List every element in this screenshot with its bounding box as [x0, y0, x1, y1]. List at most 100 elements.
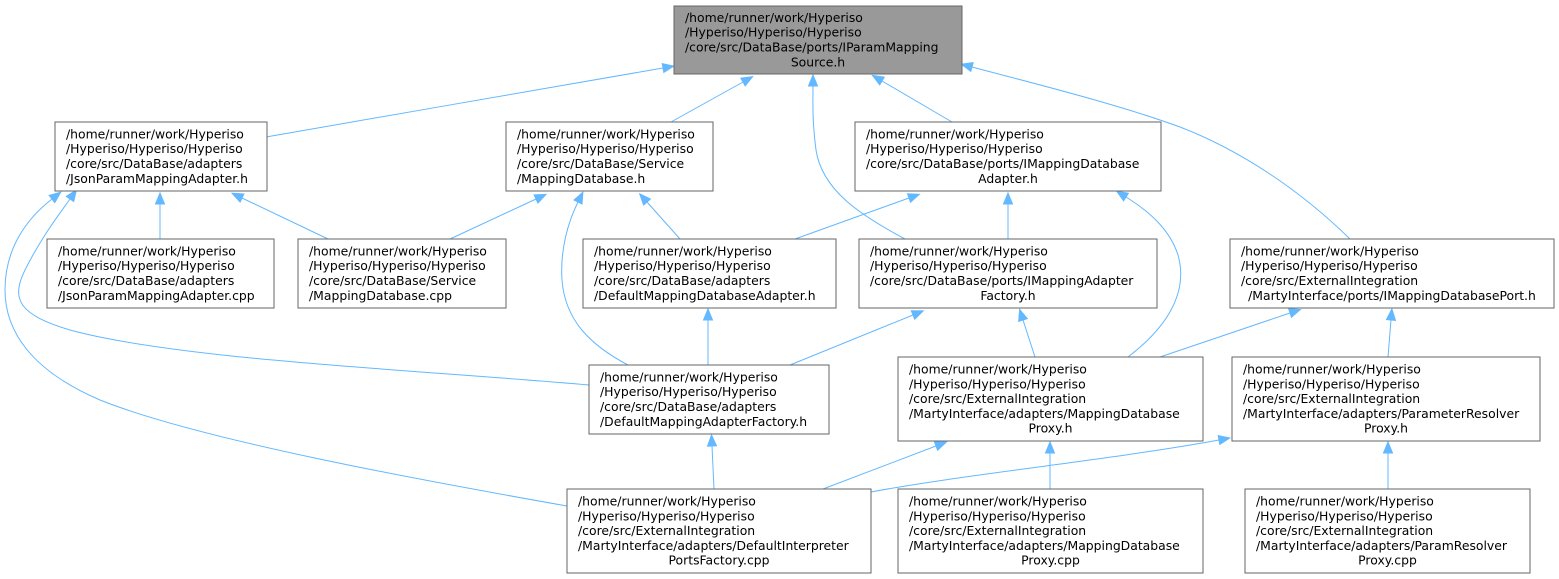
node-defmapdbadapter-h[interactable]: /home/runner/work/Hyperiso/Hyperiso/Hype…: [582, 238, 837, 309]
edge-line: [1159, 312, 1291, 358]
edge-line: [789, 314, 914, 366]
edge-defmapdbadapter_h-to-imapdbadapter_h: [794, 193, 921, 240]
edge-imapadapterfactory_h-to-root: [807, 73, 906, 240]
arrowhead-icon: [573, 191, 584, 205]
node-label-line: /home/runner/work/Hyperiso: [1243, 362, 1421, 377]
node-label-line: /MartyInterface/adapters/ParamResolver: [1256, 538, 1508, 553]
node-label-line: /home/runner/work/Hyperiso: [600, 369, 778, 384]
node-label-line: /Hyperiso/Hyperiso/Hyperiso: [517, 141, 694, 156]
edge-json_h-to-root: [265, 62, 676, 138]
node-defmapadapterfactory-h[interactable]: /home/runner/work/Hyperiso/Hyperiso/Hype…: [588, 364, 830, 435]
edge-mapdb_cpp-to-json_h: [230, 192, 329, 240]
node-label-line: /core/src/DataBase/adapters: [600, 399, 776, 414]
edge-paramresproxy_h-to-imapdbport_h: [1385, 307, 1397, 358]
node-imapdbadapter-h[interactable]: /home/runner/work/Hyperiso/Hyperiso/Hype…: [854, 121, 1162, 192]
arrowhead-icon: [1385, 307, 1397, 321]
node-mapdbproxy-cpp[interactable]: /home/runner/work/Hyperiso/Hyperiso/Hype…: [897, 488, 1204, 574]
node-label-line: /Hyperiso/Hyperiso/Hyperiso: [685, 25, 862, 40]
edge-defmapadapterfactory_h-to-defmapdbadapter_h: [702, 307, 714, 365]
node-label-line: /core/src/DataBase/adapters: [66, 156, 242, 171]
node-label-line: /MappingDatabase.h: [517, 171, 645, 186]
edge-imapdbport_h-to-root: [960, 62, 1351, 240]
arrowhead-icon: [1115, 190, 1130, 202]
arrowhead-icon: [960, 62, 974, 73]
node-json-h[interactable]: /home/runner/work/Hyperiso/Hyperiso/Hype…: [54, 121, 268, 192]
arrowhead-icon: [661, 62, 676, 74]
node-label-line: /JsonParamMappingAdapter.cpp: [58, 288, 255, 303]
arrowhead-icon: [706, 433, 718, 447]
edge-line: [711, 445, 715, 490]
arrowhead-icon: [1287, 308, 1302, 319]
node-label-line: /Hyperiso/Hyperiso/Hyperiso: [578, 508, 755, 523]
edge-paramresproxy_cpp-to-paramresproxy_h: [1382, 440, 1394, 489]
arrowhead-icon: [1382, 440, 1394, 454]
edge-imapdbadapter_h-to-root: [871, 74, 953, 123]
node-mapdbproxy-h[interactable]: /home/runner/work/Hyperiso/Hyperiso/Hype…: [897, 356, 1204, 442]
arrowhead-icon: [65, 188, 78, 203]
node-label-line: /home/runner/work/Hyperiso: [685, 10, 863, 25]
node-label-line: /Hyperiso/Hyperiso/Hyperiso: [309, 258, 486, 273]
node-label-line: /Hyperiso/Hyperiso/Hyperiso: [909, 508, 1086, 523]
arrowhead-icon: [906, 193, 921, 204]
edge-mapdbproxy_h-to-imapdbadapter_h: [1115, 190, 1182, 358]
arrowhead-icon: [230, 192, 245, 203]
node-label-line: /Hyperiso/Hyperiso/Hyperiso: [1243, 376, 1420, 391]
edge-defmapadapterfactory_h-to-mapdb_h: [561, 191, 629, 366]
node-label-line: /core/src/ExternalIntegration: [909, 523, 1086, 538]
arrowhead-icon: [807, 73, 819, 87]
node-label-line: /home/runner/work/Hyperiso: [909, 362, 1087, 377]
edge-line: [1022, 319, 1036, 358]
arrowhead-icon: [910, 310, 925, 321]
node-mapdb-cpp[interactable]: /home/runner/work/Hyperiso/Hyperiso/Hype…: [297, 238, 507, 309]
node-definterp-cpp[interactable]: /home/runner/work/Hyperiso/Hyperiso/Hype…: [566, 488, 872, 574]
node-label-line: /home/runner/work/Hyperiso: [594, 243, 772, 258]
node-label-line: /home/runner/work/Hyperiso: [1241, 243, 1419, 258]
node-box: [297, 238, 507, 309]
node-label-line: /Hyperiso/Hyperiso/Hyperiso: [594, 258, 771, 273]
node-label-line: /Hyperiso/Hyperiso/Hyperiso: [870, 258, 1047, 273]
node-json-cpp[interactable]: /home/runner/work/Hyperiso/Hyperiso/Hype…: [46, 238, 275, 309]
node-label-line: Proxy.cpp: [1358, 553, 1417, 568]
arrowhead-icon: [533, 193, 548, 204]
node-label-line: /MartyInterface/ports/IMappingDatabasePo…: [1248, 288, 1536, 303]
node-label-line: /MartyInterface/adapters/ParameterResolv…: [1243, 406, 1520, 421]
node-label-line: /core/src/ExternalIntegration: [578, 523, 755, 538]
node-label-line: /DefaultMappingDatabaseAdapter.h: [594, 288, 816, 303]
node-label-line: /core/src/DataBase/Service: [517, 156, 684, 171]
node-paramresproxy-h[interactable]: /home/runner/work/Hyperiso/Hyperiso/Hype…: [1231, 356, 1541, 442]
node-label-line: /home/runner/work/Hyperiso: [58, 243, 236, 258]
node-box: [897, 488, 1204, 574]
node-box: [673, 5, 963, 75]
node-label-line: /MartyInterface/adapters/MappingDatabase: [909, 538, 1180, 553]
node-label-line: /MartyInterface/adapters/MappingDatabase: [909, 406, 1180, 421]
node-label-line: Adapter.h: [978, 171, 1038, 186]
node-mapdb-h[interactable]: /home/runner/work/Hyperiso/Hyperiso/Hype…: [505, 121, 714, 192]
node-paramresproxy-cpp[interactable]: /home/runner/work/Hyperiso/Hyperiso/Hype…: [1244, 488, 1531, 574]
node-label-line: Proxy.cpp: [1021, 553, 1080, 568]
node-label-line: /home/runner/work/Hyperiso: [909, 494, 1087, 509]
node-box: [1231, 356, 1541, 442]
arrowhead-icon: [1217, 434, 1232, 446]
node-box: [505, 121, 714, 192]
node-label-line: /core/src/DataBase/adapters: [594, 273, 770, 288]
node-layer: /home/runner/work/Hyperiso/Hyperiso/Hype…: [46, 5, 1555, 574]
edge-imapadapterfactory_h-to-imapdbadapter_h: [1002, 191, 1014, 239]
node-imapdbport-h[interactable]: /home/runner/work/Hyperiso/Hyperiso/Hype…: [1229, 238, 1555, 309]
edge-line: [1125, 196, 1182, 358]
node-label-line: /core/src/DataBase/ports/IMappingDatabas…: [866, 156, 1139, 171]
node-box: [897, 356, 1204, 442]
edge-mapdbproxy_h-to-imapadapterfactory_h: [1018, 308, 1036, 358]
edge-line: [4, 198, 568, 507]
edge-line: [971, 66, 1351, 240]
node-label-line: /home/runner/work/Hyperiso: [1256, 494, 1434, 509]
arrowhead-icon: [1018, 308, 1029, 323]
node-label-line: Factory.h: [980, 288, 1035, 303]
node-label-line: /JsonParamMappingAdapter.h: [66, 171, 248, 186]
node-label-line: /home/runner/work/Hyperiso: [309, 243, 487, 258]
node-box: [54, 121, 268, 192]
node-label-line: PortsFactory.cpp: [669, 553, 770, 568]
edge-layer: [4, 62, 1397, 507]
node-imapadapterfactory-h[interactable]: /home/runner/work/Hyperiso/Hyperiso/Hype…: [858, 238, 1158, 309]
edge-mapdb_h-to-root: [670, 76, 754, 123]
node-label-line: /Hyperiso/Hyperiso/Hyperiso: [866, 141, 1043, 156]
